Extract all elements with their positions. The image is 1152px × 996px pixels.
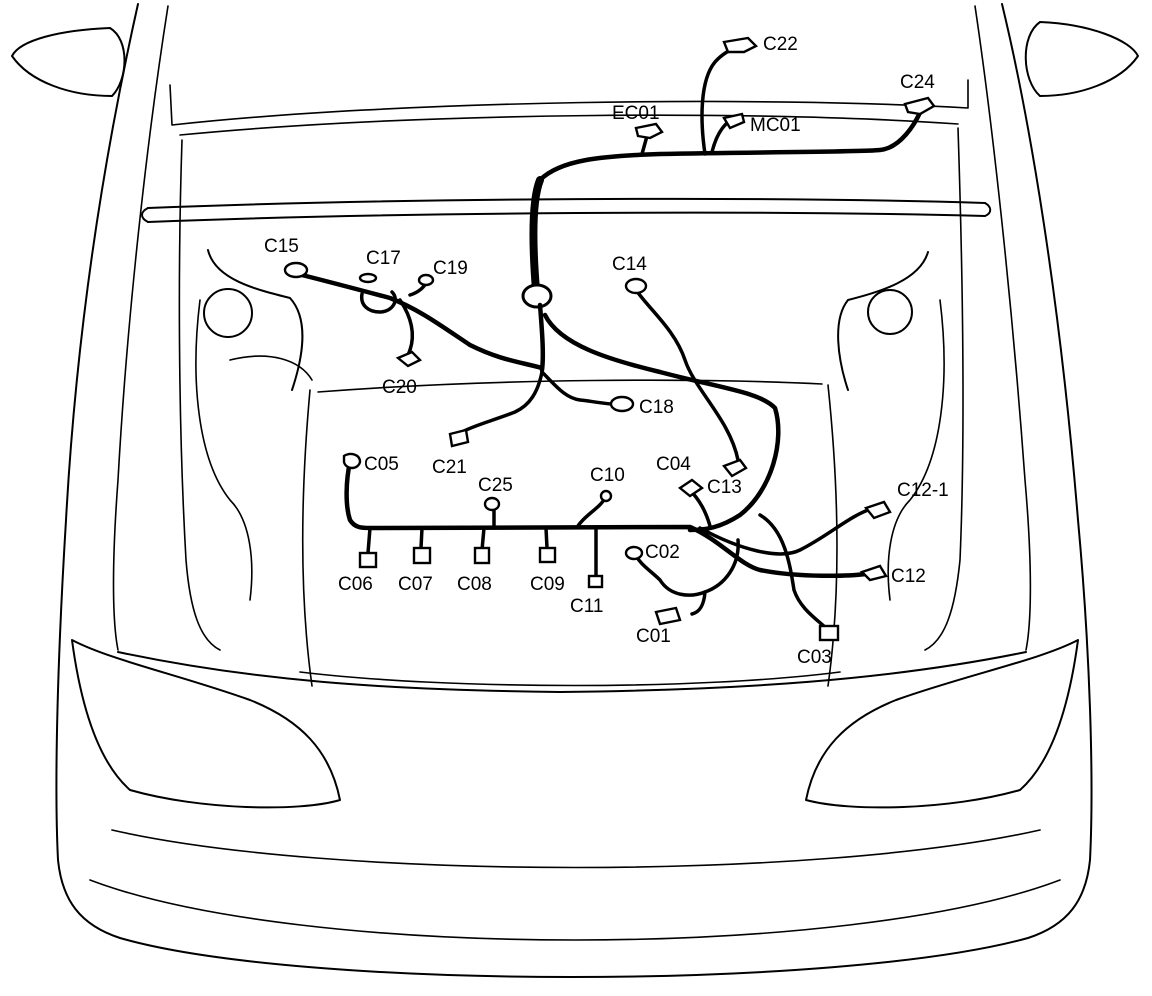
connector-c12 (859, 564, 888, 582)
label-c07: C07 (398, 574, 433, 595)
label-c04: C04 (656, 454, 691, 475)
label-mc01: MC01 (750, 115, 801, 136)
connector-c05 (342, 452, 362, 470)
label-c19: C19 (433, 258, 468, 279)
label-c24: C24 (900, 72, 935, 93)
connector-c10 (599, 489, 613, 503)
label-c25: C25 (478, 475, 513, 496)
connector-c21 (448, 428, 470, 448)
connector-c12-1 (863, 500, 892, 520)
connector-c24 (903, 96, 936, 116)
connector-c03 (818, 624, 840, 642)
connector-c01 (654, 606, 682, 626)
label-c06: C06 (338, 574, 373, 595)
label-c05: C05 (364, 454, 399, 475)
connector-c02 (624, 545, 644, 561)
label-c02: C02 (645, 542, 680, 563)
connector-c07 (412, 546, 432, 565)
connector-c17 (358, 272, 378, 284)
connectors (283, 36, 936, 642)
connector-c15 (283, 261, 309, 279)
label-c01: C01 (636, 626, 671, 647)
label-c10: C10 (590, 465, 625, 486)
label-c15: C15 (264, 236, 299, 257)
label-c22: C22 (763, 34, 798, 55)
label-ec01: EC01 (612, 103, 660, 124)
connector-c13 (722, 458, 748, 478)
connector-c20 (395, 350, 423, 368)
connector-c22 (722, 36, 759, 54)
label-c13: C13 (707, 477, 742, 498)
connector-c14 (624, 277, 648, 295)
label-c08: C08 (457, 574, 492, 595)
connector-labels: C22 C24 EC01 MC01 C15 C17 C19 C14 C20 C1… (264, 34, 949, 668)
firewall-grommet (521, 283, 553, 309)
connector-c04 (677, 478, 705, 498)
label-c20: C20 (382, 377, 417, 398)
connector-c11 (587, 574, 604, 589)
connector-c08 (473, 546, 491, 565)
connector-ec01 (634, 122, 664, 140)
label-c12: C12 (891, 566, 926, 587)
label-c03: C03 (797, 647, 832, 668)
connector-c18 (609, 395, 635, 413)
label-c09: C09 (530, 574, 565, 595)
label-c21: C21 (432, 457, 467, 478)
label-c17: C17 (366, 248, 401, 269)
car-body-outline (11, 3, 1139, 978)
label-c18: C18 (639, 397, 674, 418)
connector-c25 (483, 496, 501, 512)
label-c14: C14 (612, 254, 647, 275)
label-c12-1: C12-1 (897, 480, 949, 501)
connector-c19 (417, 273, 435, 287)
wiring-harness (295, 44, 925, 630)
connector-mc01 (722, 112, 746, 130)
connector-c06 (358, 551, 378, 569)
label-c11: C11 (570, 596, 603, 617)
connector-c09 (538, 546, 557, 564)
